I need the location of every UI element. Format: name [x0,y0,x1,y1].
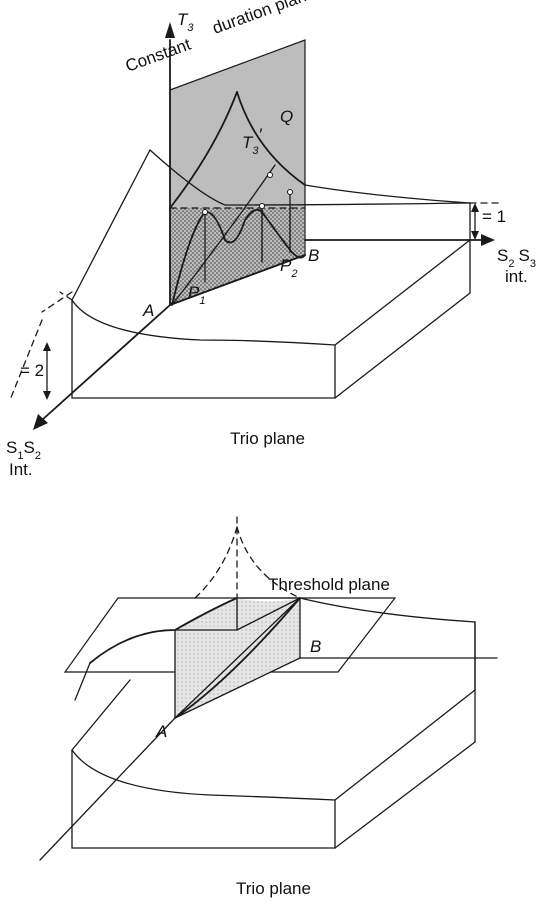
peak-marker-3 [287,189,293,195]
duration-plane-label: duration plane [210,0,318,38]
top-figure: T3 Constant duration plane Q T3′ A P1 P2… [6,0,536,479]
s1s2-axis-label: S1S2 [6,438,41,462]
dim-1-arrowhead-top [471,203,479,212]
slab-left-edge [71,149,151,301]
dim-2-label: = 2 [20,361,44,380]
point-a-label: A [142,301,154,320]
slab-left-top [71,679,131,751]
point-b-label: B [308,246,319,265]
ridge-line [171,164,276,306]
threshold-plane-label: Threshold plane [268,575,390,594]
surface-peak-left [169,91,238,209]
surface-curve-right [299,597,476,623]
bottom-figure: Threshold plane B A Trio plane [39,516,498,898]
slab-top-back [74,662,91,701]
slab-top-back-edge [149,149,471,206]
t3-prime-marker [267,172,273,178]
t3-axis-arrowhead [165,22,175,38]
dotted-region [170,208,305,305]
point-a-label: A [155,722,167,741]
box-diagonal [236,597,301,631]
s2s3-axis [169,254,306,306]
surface-curve-left [89,597,238,664]
slab-top-front-edge [71,239,471,346]
s1s2-axis [41,304,171,421]
dim-2-left-dash [9,319,43,401]
t3-axis-label: T3 [177,10,194,34]
constant-label: Constant [123,35,194,76]
diagonal-axis-top [174,597,301,719]
slab-right-bottom [334,292,471,399]
dim-1-label: = 1 [482,207,506,226]
peak-right-dash [236,526,301,599]
slab-top-front [71,689,476,801]
t3-prime-label: T3′ [242,125,263,157]
dim-1-arrowhead-bottom [471,231,479,240]
s2s3-axis-arrowhead [481,234,495,246]
dim-2-arrowhead-bottom [43,391,51,400]
point-p1-label: P1 [188,283,205,307]
dim-2-top-dash [41,291,73,313]
dim-2-arrowhead-top [43,342,51,351]
s2s3-int-label: int. [505,267,528,286]
s1s2-int-label: Int. [9,460,33,479]
surface-curve-inner [174,597,301,719]
box-bottom [174,657,301,719]
peak-left-dash [194,526,238,599]
surface-peak-right [236,91,306,186]
surface-curve-outer [304,184,471,204]
top-caption: Trio plane [230,429,305,448]
s1s2-axis-dash-top [59,291,73,301]
peak-marker-2 [259,203,265,209]
point-p2-label: P2 [280,256,297,280]
diagonal-axis [39,717,176,861]
point-q-label: Q [280,107,293,126]
point-b-label: B [310,637,321,656]
bottom-caption: Trio plane [236,879,311,898]
peak-marker-1 [202,209,208,215]
slab-right-bottom [334,741,476,849]
s1s2-axis-arrowhead [33,414,48,430]
